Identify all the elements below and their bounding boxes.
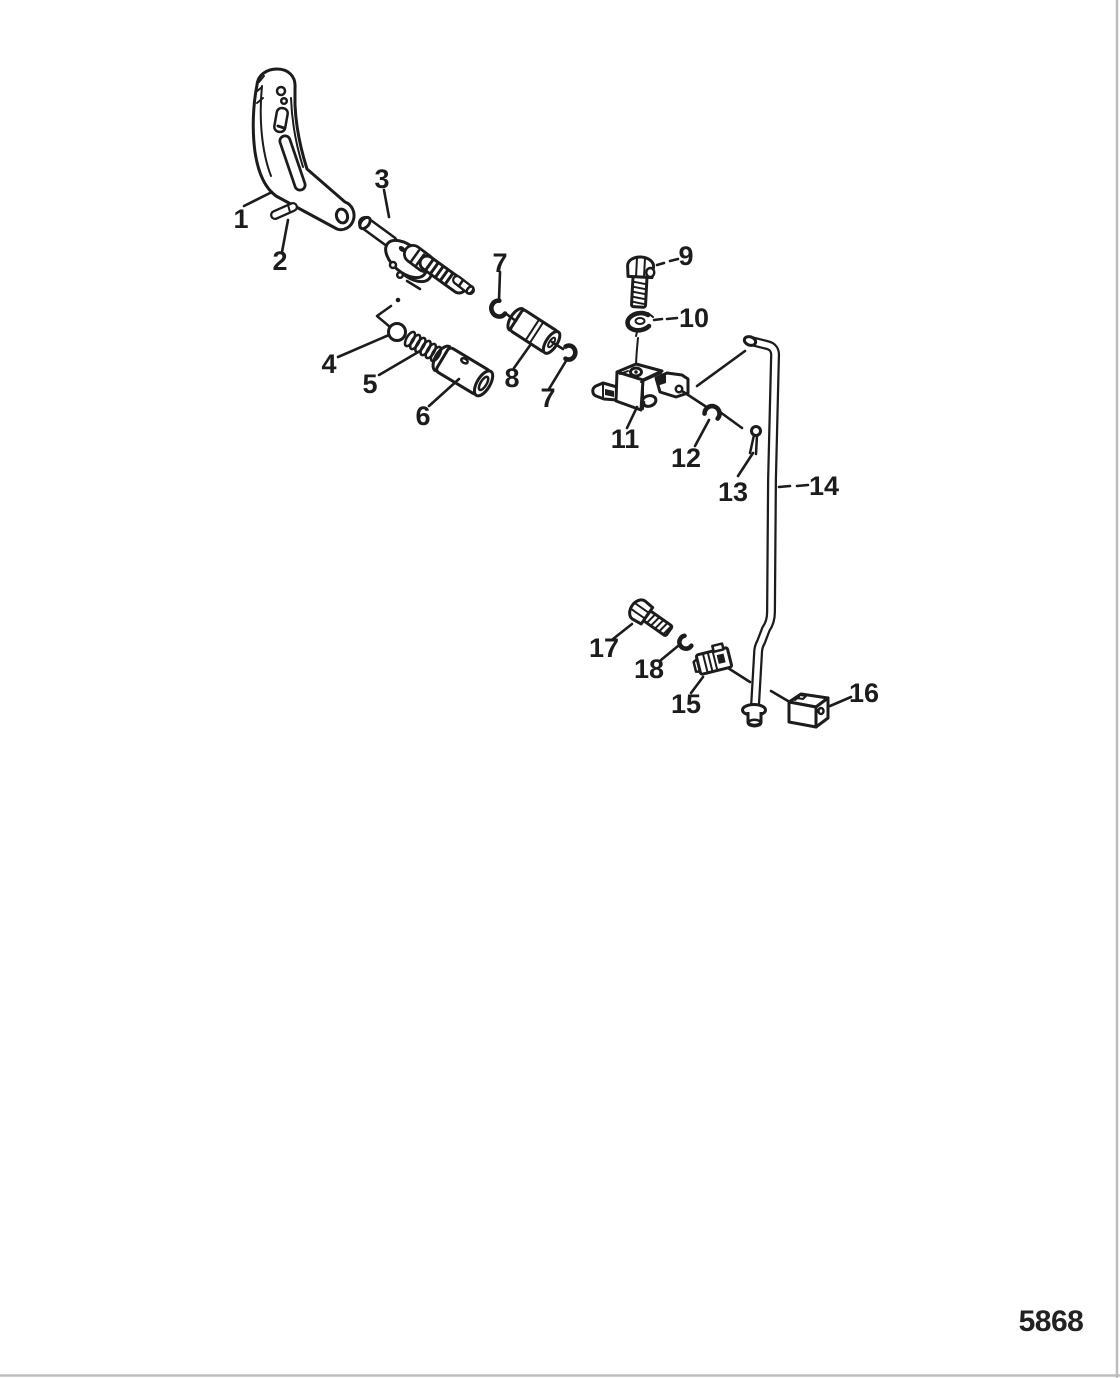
part-7-clip-lower <box>563 343 578 362</box>
callout-9: 9 <box>678 241 693 271</box>
part-1-lever-arm <box>251 67 356 232</box>
callout-15: 15 <box>671 689 701 719</box>
part-12-clip <box>702 403 722 421</box>
callout-16: 16 <box>849 678 879 708</box>
figure-code: 5868 <box>1019 1305 1084 1338</box>
callout-2: 2 <box>272 246 287 276</box>
callout-13: 13 <box>718 477 748 507</box>
alignment-centerline <box>375 279 422 329</box>
leader-lines <box>242 188 853 708</box>
part-4-ball <box>387 322 407 342</box>
part-14-link-rod <box>741 335 781 728</box>
part-7-clip-upper <box>489 298 508 319</box>
part-5-spring <box>403 330 443 363</box>
callout-7a: 7 <box>492 248 507 278</box>
callout-7b: 7 <box>540 383 555 413</box>
callout-17: 17 <box>589 633 619 663</box>
part-8-roller <box>506 307 562 355</box>
callout-1: 1 <box>233 204 248 234</box>
part-10-lock-washer <box>625 310 654 337</box>
part-11-bracket <box>591 362 690 412</box>
callout-6: 6 <box>415 401 430 431</box>
part-9-bolt <box>626 255 656 309</box>
callout-8: 8 <box>504 363 519 393</box>
callout-11: 11 <box>611 424 640 454</box>
callout-3: 3 <box>374 164 389 194</box>
part-18-washer <box>677 633 694 651</box>
part-6-plunger <box>431 344 495 398</box>
part-17-bolt <box>628 598 674 637</box>
part-3-cam-shaft <box>358 215 475 295</box>
callout-10: 10 <box>679 303 709 333</box>
part-15-clamp <box>692 642 734 676</box>
callout-14: 14 <box>809 471 839 501</box>
part-16-anchor-block <box>787 692 830 729</box>
callout-labels: 1 2 3 4 5 6 7 8 7 9 10 11 12 13 14 15 16… <box>233 164 879 719</box>
part-13-cotter-pin <box>748 425 762 456</box>
callout-4: 4 <box>321 349 336 379</box>
part-2-pin <box>270 202 298 220</box>
callout-5: 5 <box>362 369 377 399</box>
callout-12: 12 <box>671 443 701 473</box>
callout-18: 18 <box>634 654 664 684</box>
